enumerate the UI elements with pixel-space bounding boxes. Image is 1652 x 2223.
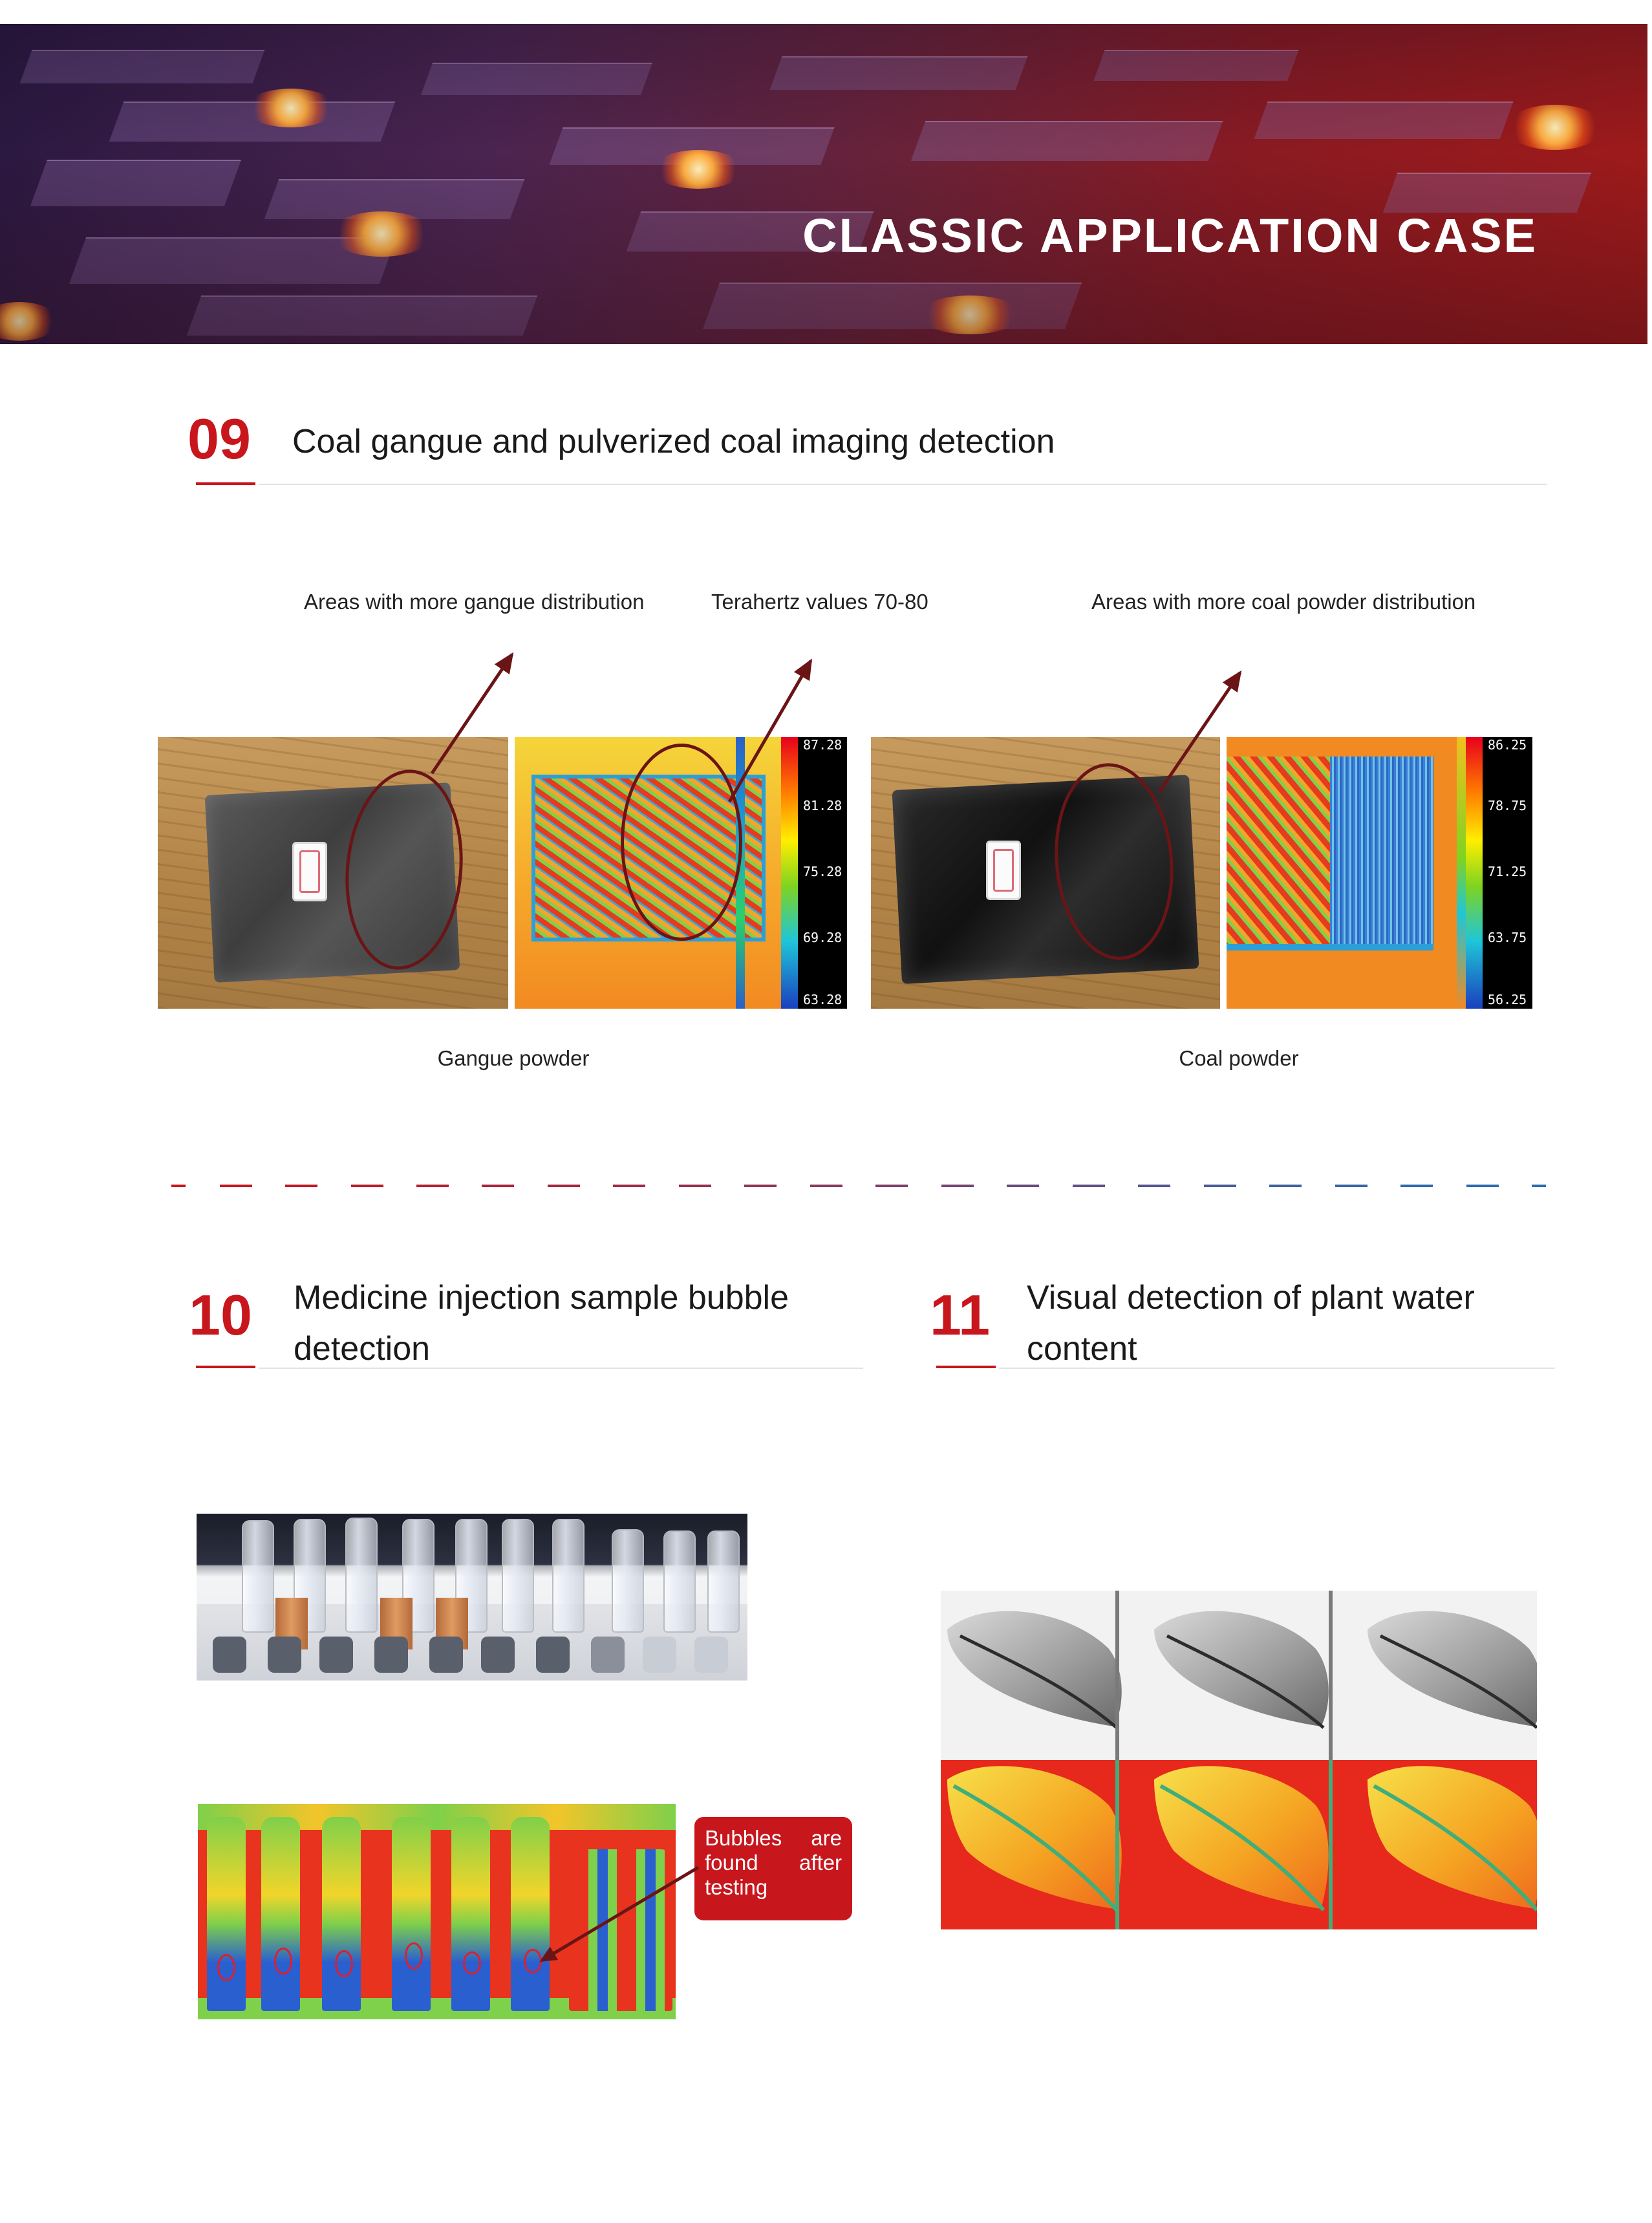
gangue-powder-photo: [158, 737, 508, 1009]
scale-tick: 78.75: [1488, 798, 1527, 813]
scale-tick: 75.28: [803, 864, 842, 879]
section-divider: [0, 1185, 1652, 1188]
section-10-number: 10: [189, 1283, 252, 1347]
caption-terahertz-values: Terahertz values 70-80: [711, 590, 928, 614]
section-10-title-line2: detection: [294, 1330, 431, 1368]
header-banner: CLASSIC APPLICATION CASE: [0, 24, 1647, 344]
section-10-title-line1: Medicine injection sample bubble: [294, 1279, 789, 1316]
leaf-thermal-image: [941, 1760, 1537, 1929]
coal-thermal-image: [1227, 737, 1466, 1009]
caption-coal-areas: Areas with more coal powder distribution: [1091, 590, 1476, 614]
caption-gangue-areas: Areas with more gangue distribution: [304, 590, 645, 614]
scale-tick: 63.28: [803, 992, 842, 1007]
section-10-number-underline: [196, 1366, 255, 1368]
scale-tick: 86.25: [1488, 737, 1527, 753]
gangue-color-scale: 87.28 81.28 75.28 69.28 63.28: [781, 737, 847, 1009]
coal-color-scale: 86.25 78.75 71.25 63.75 56.25: [1466, 737, 1532, 1009]
banner-title: CLASSIC APPLICATION CASE: [802, 209, 1538, 263]
label-coal-powder: Coal powder: [1179, 1046, 1299, 1070]
scale-tick: 69.28: [803, 930, 842, 945]
section-09-title: Coal gangue and pulverized coal imaging …: [292, 423, 1055, 460]
bubble-callout: Bubbles are found after testing: [694, 1817, 852, 1920]
leaf-grayscale-image: [941, 1591, 1537, 1760]
section-10-rule: [259, 1368, 863, 1369]
scale-tick: 63.75: [1488, 930, 1527, 945]
section-09-number: 09: [188, 407, 251, 471]
section-11-title-line2: content: [1027, 1330, 1137, 1368]
scale-tick: 56.25: [1488, 992, 1527, 1007]
section-09-rule: [259, 484, 1547, 485]
section-11-number-underline: [936, 1366, 996, 1368]
label-gangue-powder: Gangue powder: [437, 1046, 590, 1070]
injection-samples-photo: [197, 1514, 747, 1681]
section-11-number: 11: [930, 1283, 991, 1347]
injection-thermal-image: [198, 1804, 676, 2019]
section-11-rule: [999, 1368, 1555, 1369]
section-11-title-line1: Visual detection of plant water: [1027, 1279, 1475, 1316]
terahertz-region-ellipse: [621, 744, 742, 941]
scale-tick: 71.25: [1488, 864, 1527, 879]
scale-tick: 87.28: [803, 737, 842, 753]
section-09-number-underline: [196, 482, 255, 485]
scale-tick: 81.28: [803, 798, 842, 813]
